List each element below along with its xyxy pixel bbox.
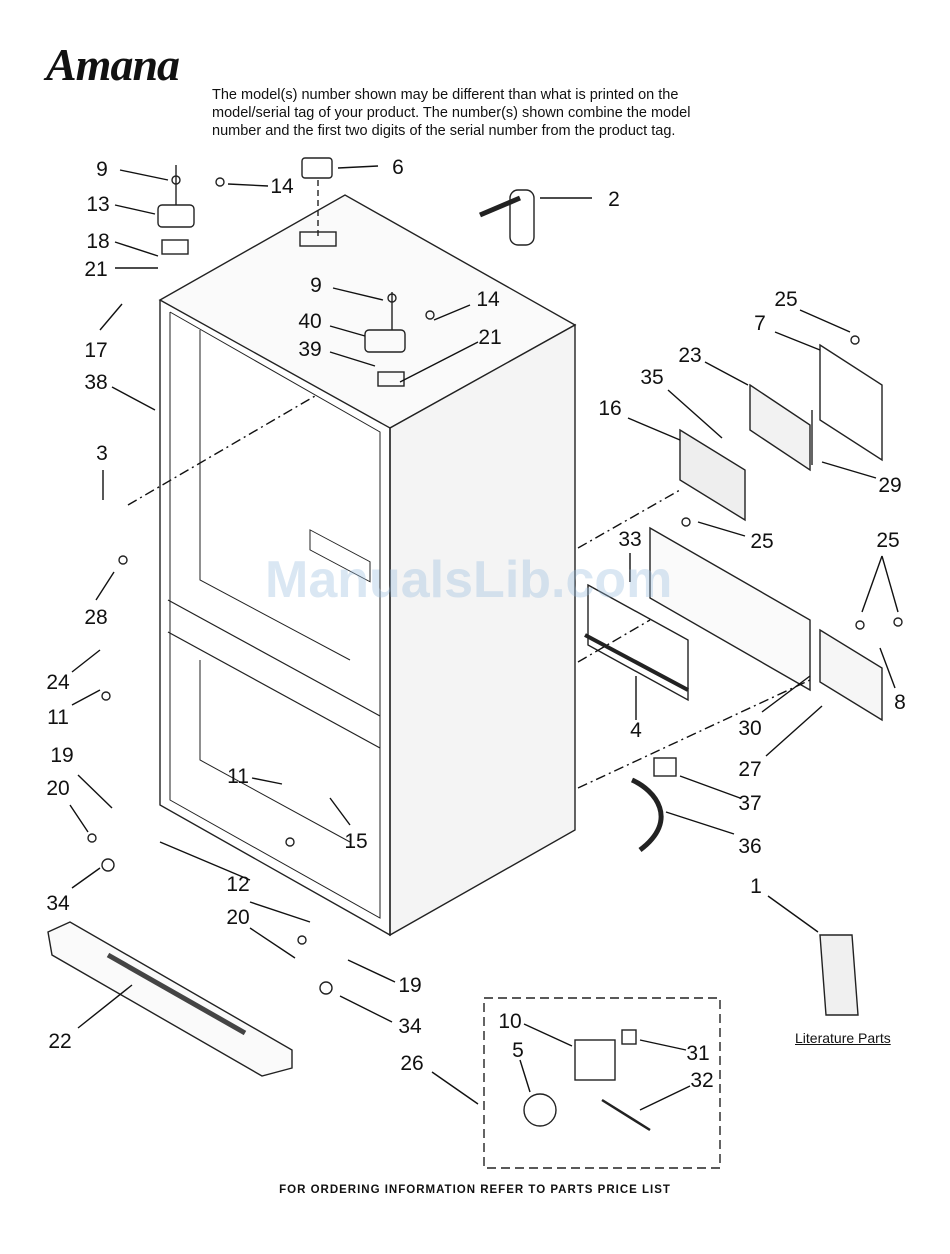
callout-label: 21: [478, 326, 501, 349]
callout-label: 24: [46, 671, 70, 694]
callout-label: 8: [894, 691, 906, 714]
model-notice: The model(s) number shown may be differe…: [212, 86, 772, 140]
callout-label: 13: [86, 193, 109, 216]
callout-label: 34: [46, 892, 70, 915]
amana-logo: Amana: [46, 39, 180, 90]
callout-label: 29: [878, 474, 901, 497]
callout-label: 12: [226, 873, 249, 896]
notice-line: The model(s) number shown may be differe…: [212, 87, 679, 103]
callout-label: 4: [630, 719, 642, 742]
callout-label: 21: [84, 258, 107, 281]
literature-book-shape: [819, 934, 859, 1016]
callout-label: 15: [344, 830, 367, 853]
callout-label: 7: [754, 312, 766, 335]
rear-panel-shape: [584, 526, 883, 722]
control-box-shape: [679, 343, 883, 522]
callout-label: 35: [640, 366, 663, 389]
callout-label: 26: [400, 1052, 423, 1075]
callout-label: 27: [738, 758, 761, 781]
callout-label: 23: [678, 344, 701, 367]
callout-label: 22: [48, 1030, 71, 1053]
callout-label: 6: [392, 156, 404, 179]
hinge-cover-shape: [299, 157, 337, 247]
callout-label: 9: [310, 274, 322, 297]
callout-label: 1: [750, 875, 762, 898]
callout-label: 25: [774, 288, 797, 311]
callout-label: 40: [298, 310, 321, 333]
ordering-footer: FOR ORDERING INFORMATION REFER TO PARTS …: [279, 1184, 671, 1196]
callout-label: 11: [47, 706, 69, 729]
drain-tube-shape: [630, 757, 677, 852]
callout-label: 5: [512, 1039, 524, 1062]
callout-label: 37: [738, 792, 761, 815]
grille-shape: [47, 921, 293, 1077]
callout-label: 14: [476, 288, 500, 311]
literature-parts-label: Literature Parts: [795, 1030, 891, 1046]
callout-label: 14: [270, 175, 294, 198]
callout-label: 10: [498, 1010, 521, 1033]
callout-label: 33: [618, 528, 641, 551]
callout-label: 11: [227, 765, 249, 788]
callout-label: 39: [298, 338, 321, 361]
callout-label: 36: [738, 835, 761, 858]
callout-label: 20: [226, 906, 249, 929]
callout-label: 32: [690, 1069, 713, 1092]
upper-hinge-shape: [157, 165, 195, 255]
callout-numbers: 9 14 6 2 13 18 21 9 14 40 39 21 17 38 3 …: [46, 156, 906, 1092]
callout-label: 28: [84, 606, 107, 629]
center-hinge-shape: [364, 292, 406, 387]
callout-label: 31: [686, 1042, 709, 1065]
leader-lines: [69, 165, 899, 1111]
callout-label: 19: [50, 744, 73, 767]
notice-line: number and the first two digits of the s…: [212, 123, 676, 139]
watermark: ManualsLib.com: [265, 551, 673, 609]
cabinet-outline: [158, 194, 577, 937]
callout-label: 38: [84, 371, 107, 394]
callout-label: 3: [96, 442, 108, 465]
callout-label: 2: [608, 188, 620, 211]
notice-line: model/serial tag of your product. The nu…: [212, 105, 691, 121]
fastener-shapes: [87, 175, 903, 995]
callout-label: 25: [750, 530, 773, 553]
callout-label: 16: [598, 397, 621, 420]
roller-assembly-box: [483, 997, 721, 1169]
water-tube-shape: [479, 189, 535, 246]
callout-label: 9: [96, 158, 108, 181]
callout-label: 25: [876, 529, 899, 552]
callout-label: 30: [738, 717, 761, 740]
callout-label: 19: [398, 974, 421, 997]
callout-label: 18: [86, 230, 109, 253]
callout-label: 17: [84, 339, 107, 362]
callout-label: 20: [46, 777, 69, 800]
callout-label: 34: [398, 1015, 422, 1038]
